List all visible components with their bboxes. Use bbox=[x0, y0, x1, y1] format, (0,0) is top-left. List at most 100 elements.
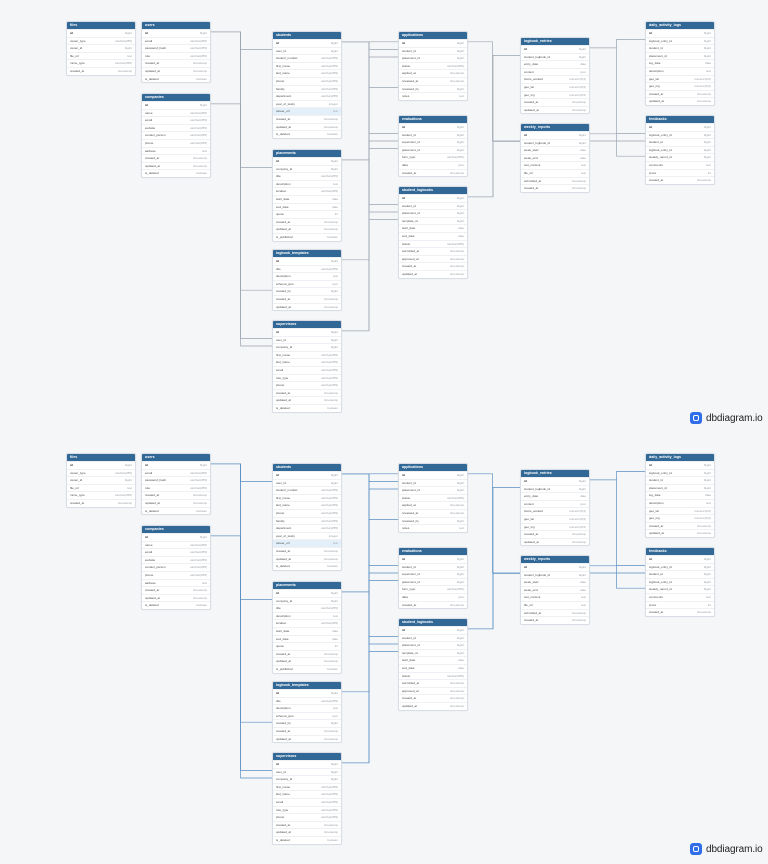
table-header[interactable]: daily_activity_logs bbox=[646, 22, 714, 29]
table-header[interactable]: logbook_templates bbox=[273, 682, 341, 689]
table-header[interactable]: evaluations bbox=[399, 548, 467, 555]
table-header[interactable]: weekly_reports bbox=[521, 556, 589, 563]
brand-logo-2[interactable]: dbdiagram.io bbox=[690, 843, 763, 855]
table-header[interactable]: student_logbooks bbox=[399, 619, 467, 626]
table-header[interactable]: users bbox=[142, 454, 210, 461]
table-header[interactable]: supervisors bbox=[273, 321, 341, 328]
table-header[interactable]: logbook_templates bbox=[273, 250, 341, 257]
table-header[interactable]: companies bbox=[142, 526, 210, 533]
brand-logo[interactable]: dbdiagram.io bbox=[690, 412, 763, 424]
